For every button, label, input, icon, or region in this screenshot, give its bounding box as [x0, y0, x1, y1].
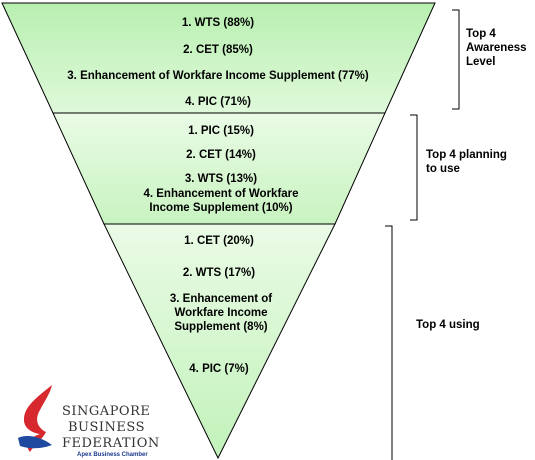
- logo-tagline: Apex Business Chamber: [77, 452, 148, 458]
- using-item-1: 1. CET (20%): [184, 235, 254, 247]
- awareness-item-2: 2. CET (85%): [183, 44, 253, 56]
- planning-item-4-line-2: Income Supplement (10%): [149, 202, 293, 214]
- awareness-item-4: 4. PIC (71%): [185, 96, 251, 108]
- awareness-item-1: 1. WTS (88%): [181, 17, 255, 29]
- planning-item-4: 4. Enhancement of Workfare Income Supple…: [143, 187, 298, 215]
- awareness-label-line-1: Top 4: [466, 28, 496, 40]
- planning-item-1: 1. PIC (15%): [188, 125, 254, 137]
- using-label: Top 4 using: [416, 318, 480, 332]
- bracket-using: [385, 225, 393, 460]
- using-item-3-line-1: 3. Enhancement of: [169, 293, 273, 305]
- planning-label: Top 4 planning to use: [426, 148, 507, 176]
- using-label-line-1: Top 4 using: [416, 319, 480, 331]
- using-item-4: 4. PIC (7%): [189, 363, 249, 375]
- using-item-3: 3. Enhancement of Workfare Income Supple…: [170, 292, 272, 334]
- planning-item-4-line-1: 4. Enhancement of Workfare: [143, 188, 299, 200]
- planning-item-3: 3. WTS (13%): [184, 173, 258, 185]
- planning-label-line-1: Top 4 planning: [426, 149, 507, 161]
- awareness-item-3: 3. Enhancement of Workfare Income Supple…: [67, 70, 369, 82]
- funnel-tier-using: [103, 223, 336, 460]
- awareness-label-line-2: Awareness: [466, 42, 527, 54]
- logo-line-3: FEDERATION: [62, 436, 160, 451]
- planning-label-line-2: to use: [426, 163, 460, 175]
- awareness-label-line-3: Level: [466, 56, 496, 68]
- planning-item-2: 2. CET (14%): [186, 149, 256, 161]
- bracket-awareness: [452, 9, 460, 110]
- using-item-2: 2. WTS (17%): [182, 267, 256, 279]
- logo-line-2: BUSINESS: [68, 420, 145, 435]
- using-item-3-line-2: Workfare Income: [174, 307, 268, 319]
- sbf-logo-icon: [18, 385, 52, 452]
- logo-line-1: SINGAPORE: [62, 404, 151, 419]
- bracket-planning: [410, 114, 418, 221]
- using-item-3-line-3: Supplement (8%): [174, 321, 268, 333]
- awareness-label: Top 4 Awareness Level: [466, 27, 527, 69]
